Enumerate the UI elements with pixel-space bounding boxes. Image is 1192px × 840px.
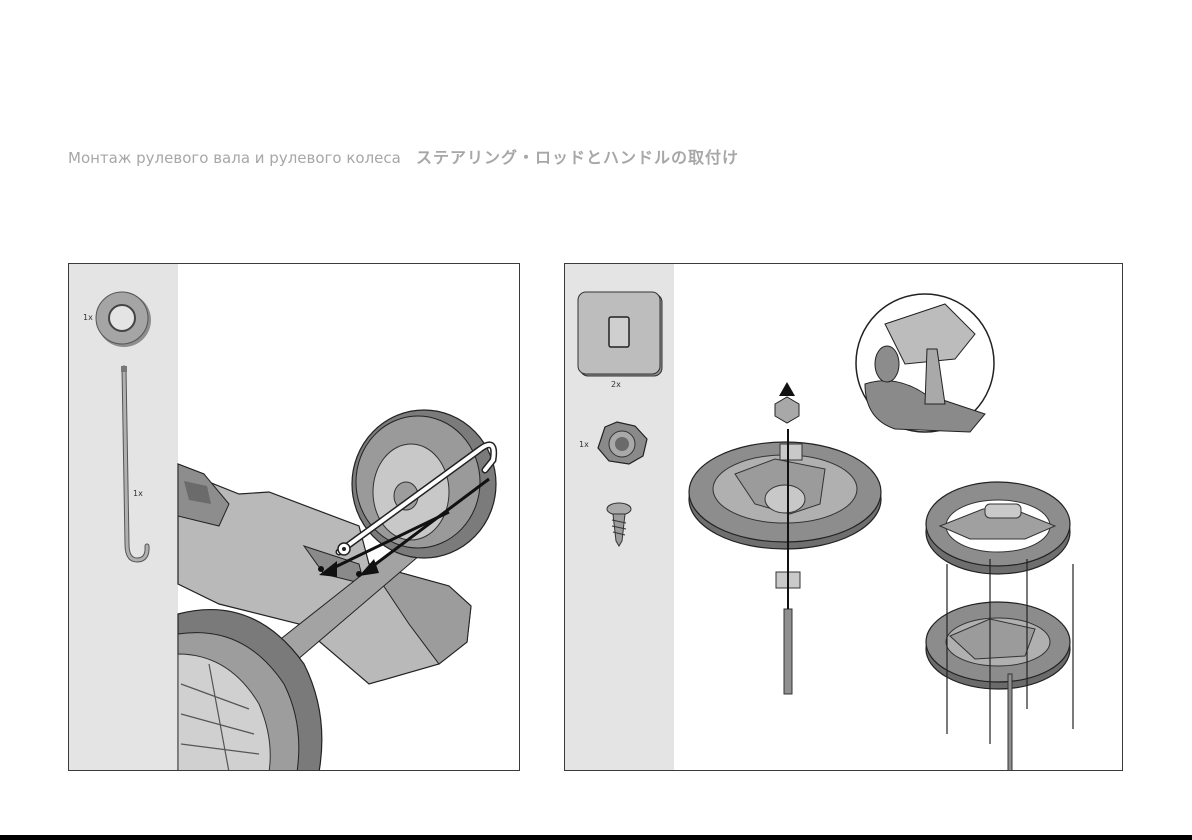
arrow-icon — [779, 382, 795, 396]
steering-rod-shaft — [784, 609, 792, 694]
left-illustration — [69, 264, 520, 771]
square-nut-upper — [780, 444, 802, 460]
steering-wheel-assembly — [926, 482, 1073, 771]
step-panel-steering-wheel: 2x 1x — [564, 263, 1123, 771]
steering-rod-icon — [121, 366, 147, 560]
footer-rule — [0, 835, 1192, 840]
title-russian: Монтаж рулевого вала и рулевого колеса — [68, 149, 401, 167]
cap-icon — [578, 292, 662, 376]
screw-icon — [607, 503, 631, 546]
hex-nut-icon — [598, 422, 647, 464]
page-title: Монтаж рулевого вала и рулевого колеса ス… — [68, 144, 739, 168]
title-japanese: ステアリング・ロッドとハンドルの取付け — [416, 148, 739, 167]
zoom-detail — [856, 294, 994, 432]
step-panel-steering-rod: 1x 1x — [68, 263, 520, 771]
right-illustration — [565, 264, 1123, 771]
washer-icon — [96, 292, 151, 347]
rear-wheel — [352, 410, 496, 558]
